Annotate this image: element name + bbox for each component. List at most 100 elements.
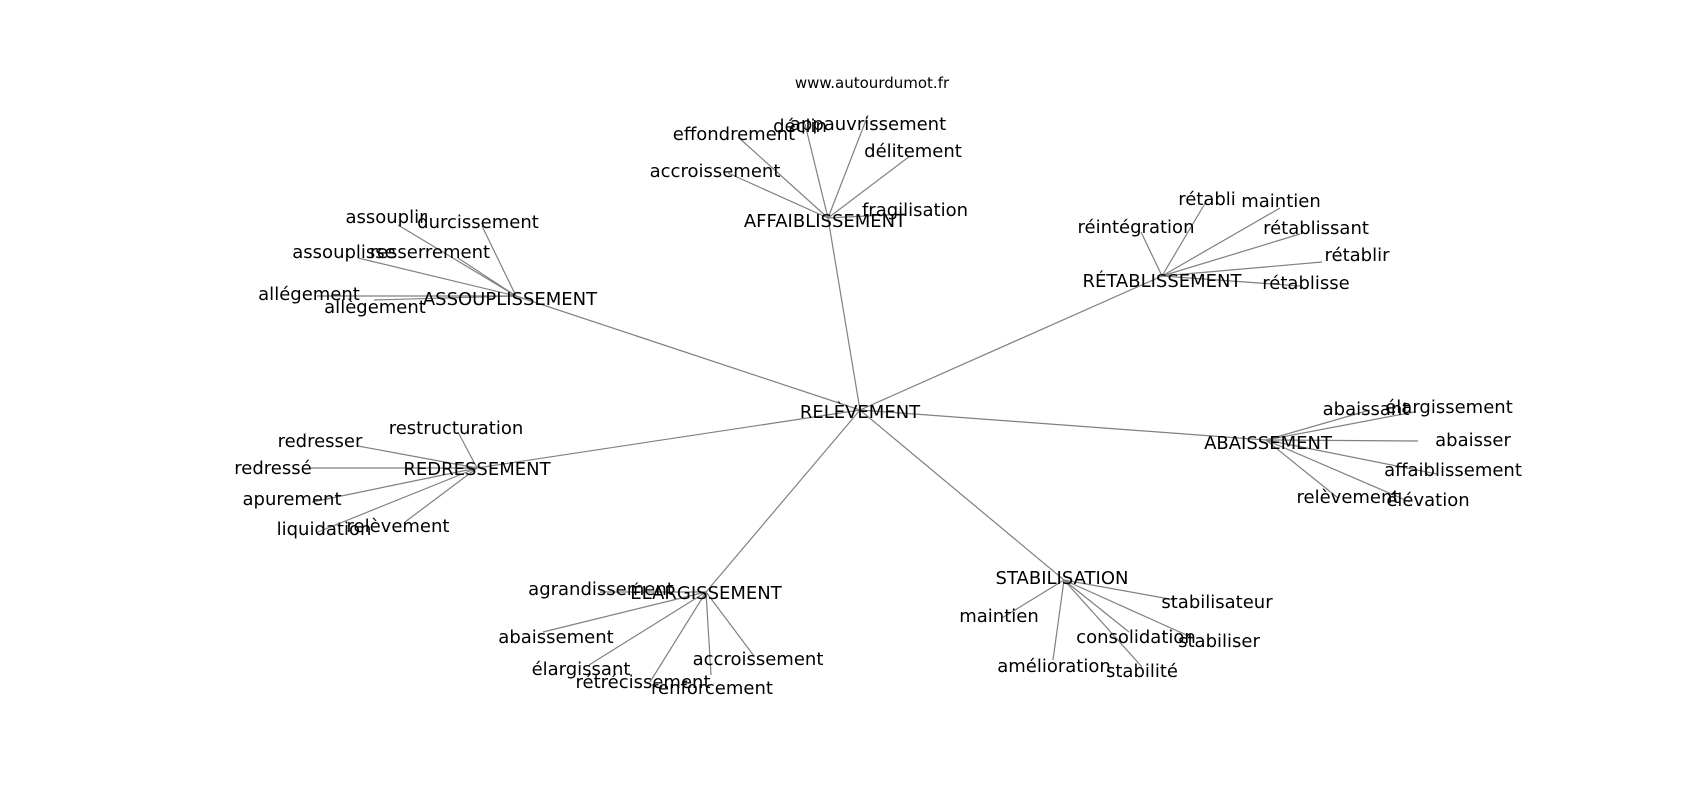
graph-edges xyxy=(310,114,1438,683)
leaf-label: relèvement xyxy=(1297,487,1400,508)
edge-g1-leaf xyxy=(827,213,906,219)
edge-g7-leaf xyxy=(1052,579,1065,661)
edge-g1-leaf xyxy=(827,114,869,219)
edge-g6-leaf xyxy=(588,591,707,666)
edge-g5-leaf xyxy=(1265,409,1371,441)
leaf-label: redresser xyxy=(278,431,363,452)
leaf-label: rétrécissement xyxy=(575,672,710,693)
edge-g3-leaf xyxy=(357,257,517,297)
edge-g3-leaf xyxy=(397,224,517,297)
edge-center-g3 xyxy=(515,295,861,411)
leaf-label: relèvement xyxy=(347,516,450,537)
leaf-label: renforcement xyxy=(651,678,773,699)
edge-g7-leaf xyxy=(1001,579,1065,619)
edge-g2-leaf xyxy=(1161,199,1208,277)
leaf-label: allégement xyxy=(258,284,360,305)
edge-g6-leaf xyxy=(705,591,755,657)
group-node-label: STABILISATION xyxy=(996,568,1129,589)
leaf-label: assouplisse xyxy=(292,242,395,263)
edge-g1-leaf xyxy=(827,155,911,219)
edge-g2-leaf xyxy=(1161,261,1323,277)
leaf-label: stabilité xyxy=(1106,661,1178,682)
leaf-label: délitement xyxy=(864,141,962,162)
edge-g6-leaf xyxy=(542,591,707,633)
edge-g4-leaf xyxy=(457,431,478,469)
edge-g2-leaf xyxy=(1161,275,1301,287)
edge-center-g1 xyxy=(827,217,861,411)
group-node-label: AFFAIBLISSEMENT xyxy=(744,211,907,232)
edge-center-g6 xyxy=(705,409,861,593)
leaf-label: fragilisation xyxy=(862,200,968,221)
group-node-label: REDRESSEMENT xyxy=(403,459,551,480)
site-url: www.autourdumot.fr xyxy=(795,74,950,92)
edge-g5-leaf xyxy=(1265,439,1419,442)
edge-center-g5 xyxy=(859,409,1267,441)
leaf-label: abaissement xyxy=(498,627,613,648)
leaf-label: rétabli xyxy=(1178,189,1236,210)
leaf-label: allègement xyxy=(324,297,426,318)
leaf-label: resserrement xyxy=(370,242,490,263)
edge-g5-leaf xyxy=(1265,411,1415,441)
leaf-label: stabilisateur xyxy=(1161,592,1273,613)
edge-g3-leaf xyxy=(457,257,517,297)
edge-g5-leaf xyxy=(1265,439,1438,475)
leaf-label: rétablissant xyxy=(1263,218,1369,239)
group-node-label: ÉLARGISSEMENT xyxy=(630,582,782,604)
leaf-label: affaiblissement xyxy=(1384,460,1522,481)
leaf-label: maintien xyxy=(1241,191,1321,212)
leaf-label: liquidation xyxy=(277,519,372,540)
edge-g7-leaf xyxy=(1063,579,1194,639)
edge-g4-leaf xyxy=(311,467,478,503)
leaf-label: assouplir xyxy=(345,207,427,228)
leaf-label: effondrement xyxy=(673,124,795,145)
leaf-label: redressé xyxy=(234,458,311,479)
edge-g3-leaf xyxy=(481,225,517,297)
edge-g7-leaf xyxy=(1063,579,1143,668)
edge-g2-leaf xyxy=(1140,231,1163,277)
leaf-label: stabiliser xyxy=(1178,631,1260,652)
leaf-label: agrandissement xyxy=(528,579,674,600)
leaf-label: abaisser xyxy=(1435,430,1511,451)
edge-g6-leaf xyxy=(705,591,712,676)
center-node-label: RELÈVEMENT xyxy=(800,401,921,423)
leaf-label: accroissement xyxy=(650,161,781,182)
leaf-label: réintégration xyxy=(1078,217,1195,238)
edge-g6-leaf xyxy=(649,591,707,683)
leaf-label: consolidation xyxy=(1076,627,1196,648)
edge-g1-leaf xyxy=(727,172,829,219)
edge-g3-leaf xyxy=(373,295,517,301)
edge-g7-leaf xyxy=(1063,579,1176,601)
group-node-label: ASSOUPLISSEMENT xyxy=(423,289,598,310)
leaf-label: élargissant xyxy=(532,659,631,680)
edge-g2-leaf xyxy=(1161,233,1301,277)
leaf-label: restructuration xyxy=(389,418,524,439)
leaf-label: durcissement xyxy=(417,212,539,233)
edge-g2-leaf xyxy=(1161,207,1281,277)
edge-g1-leaf xyxy=(737,136,829,219)
leaf-label: déclin xyxy=(773,116,827,137)
edge-g4-leaf xyxy=(404,467,478,523)
leaf-label: abaissant xyxy=(1323,399,1410,420)
edge-center-g2 xyxy=(859,275,1163,411)
leaf-label: apurement xyxy=(242,489,341,510)
edge-g1-leaf xyxy=(804,123,829,219)
graph-labels: www.autourdumot.fr effondrementdéclinapp… xyxy=(234,74,1522,699)
edge-g7-leaf xyxy=(1063,579,1130,633)
leaf-label: élargissement xyxy=(1385,397,1513,418)
edge-center-g4 xyxy=(476,409,861,469)
leaf-label: rétablisse xyxy=(1262,273,1349,294)
leaf-label: rétablir xyxy=(1325,245,1391,266)
group-node-label: RÉTABLISSEMENT xyxy=(1082,270,1242,292)
leaf-label: élévation xyxy=(1386,490,1469,511)
edge-center-g7 xyxy=(859,409,1065,581)
edge-g5-leaf xyxy=(1265,439,1411,503)
leaf-label: amélioration xyxy=(997,656,1111,677)
group-node-label: ABAISSEMENT xyxy=(1204,433,1333,454)
leaf-label: maintien xyxy=(959,606,1039,627)
leaf-label: accroissement xyxy=(693,649,824,670)
leaf-label: appauvrissement xyxy=(790,114,946,135)
edge-g4-leaf xyxy=(317,467,478,533)
edge-g5-leaf xyxy=(1265,439,1339,499)
edge-g4-leaf xyxy=(357,445,478,469)
